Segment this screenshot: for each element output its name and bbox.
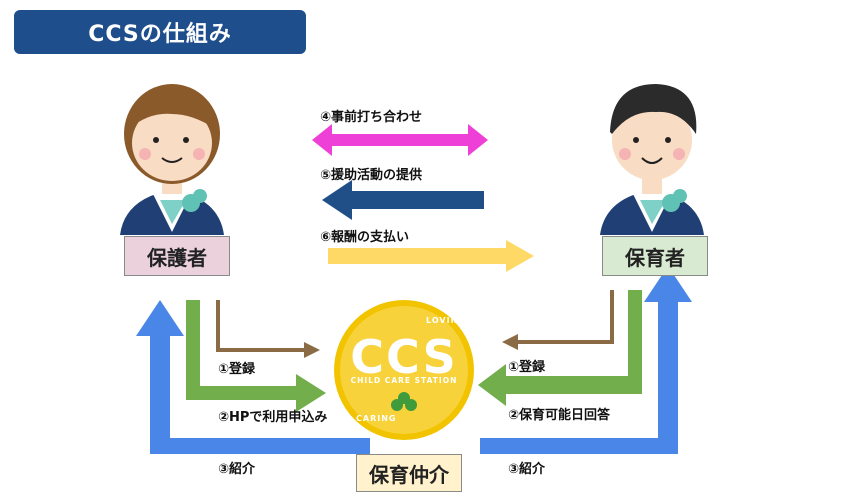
meeting-double-arrow	[312, 124, 488, 156]
guardian-intro-label: ③紹介	[218, 462, 256, 477]
step-support-label: ⑤援助活動の提供	[320, 168, 423, 183]
caregiver-intro-label: ③紹介	[508, 462, 546, 477]
guardian-register-label: ①登録	[218, 362, 256, 377]
guardian-box: 保護者	[124, 236, 230, 276]
payment-arrow	[328, 240, 534, 272]
ccs-logo	[334, 300, 474, 440]
step-meeting-label: ④事前打ち合わせ	[320, 110, 423, 125]
guardian-register-arrow	[216, 300, 306, 352]
caregiver-answer-arrow	[478, 290, 642, 406]
step-payment-label: ⑥報酬の支払い	[320, 230, 410, 245]
ccs-logo-main-text: CCS	[350, 330, 458, 384]
guardian-avatar	[120, 84, 224, 235]
caregiver-answer-label: ②保育可能日回答	[508, 408, 611, 423]
guardian-apply-arrow	[186, 300, 326, 412]
caregiver-intro-arrow	[480, 266, 692, 454]
ccs-logo-bottom-text: CARING	[356, 414, 397, 423]
ccs-logo-top-text: LOVING	[426, 316, 466, 325]
guardian-intro-arrow	[136, 300, 370, 454]
caregiver-register-label: ①登録	[508, 360, 546, 375]
caregiver-register-arrow	[516, 290, 614, 344]
page-title: CCSの仕組み	[14, 10, 306, 54]
caregiver-avatar	[600, 84, 704, 235]
guardian-apply-label: ②HPで利用申込み	[218, 410, 328, 425]
broker-box: 保育仲介	[356, 454, 462, 492]
ccs-logo-sub-text: CHILD CARE STATION	[350, 376, 458, 385]
caregiver-box: 保育者	[602, 236, 708, 276]
support-arrow	[322, 180, 484, 220]
